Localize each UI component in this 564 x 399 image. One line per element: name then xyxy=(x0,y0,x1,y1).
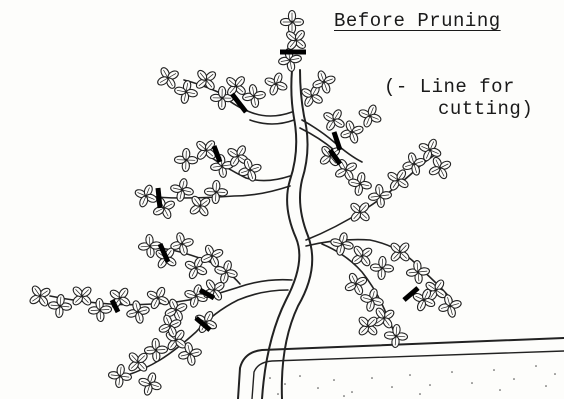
diagram-title: Before Pruning xyxy=(334,10,501,32)
leaf-cluster xyxy=(370,256,393,279)
leaf-cluster xyxy=(200,244,224,268)
leaf-cluster xyxy=(108,364,132,388)
leaf-cluster xyxy=(109,287,132,310)
leaf-cluster xyxy=(406,260,430,284)
leaf-cluster xyxy=(242,84,266,108)
leaf-cluster xyxy=(174,148,197,171)
pot-soil-speckle xyxy=(269,365,556,397)
leaf-cluster xyxy=(322,108,345,131)
leaf-cluster xyxy=(71,285,93,307)
leaf-cluster xyxy=(428,156,452,180)
leaf-cluster xyxy=(134,184,158,208)
leaf-cluster xyxy=(225,75,247,97)
cut-legend-line-1: (- Line for xyxy=(384,76,515,98)
leaf-cluster xyxy=(138,372,162,396)
leaf-cluster xyxy=(285,29,307,51)
leaf-cluster xyxy=(351,245,374,268)
leaf-cluster xyxy=(386,168,409,191)
leaf-cluster xyxy=(349,201,371,223)
leaf-cluster xyxy=(28,284,51,307)
cut-legend-line-2: cutting) xyxy=(438,98,533,120)
leaf-cluster xyxy=(48,294,72,318)
leaf-cluster xyxy=(330,232,354,256)
leaf-cluster xyxy=(358,104,382,128)
leaf-vein xyxy=(156,341,157,350)
foliage xyxy=(28,11,462,397)
leaf-vein xyxy=(216,183,217,192)
leaf-cluster xyxy=(300,84,324,108)
leaf-vein xyxy=(156,350,165,351)
leaf-cluster xyxy=(156,66,180,90)
leaf-vein xyxy=(147,350,156,351)
leaf-cluster xyxy=(127,351,149,373)
leaf-cluster xyxy=(264,72,288,96)
leaf-cluster xyxy=(281,11,304,34)
leaf-cluster xyxy=(389,241,411,263)
cut-line xyxy=(334,132,340,150)
pot xyxy=(238,338,564,399)
cut-line xyxy=(158,188,160,208)
leaf-cluster xyxy=(146,286,170,310)
